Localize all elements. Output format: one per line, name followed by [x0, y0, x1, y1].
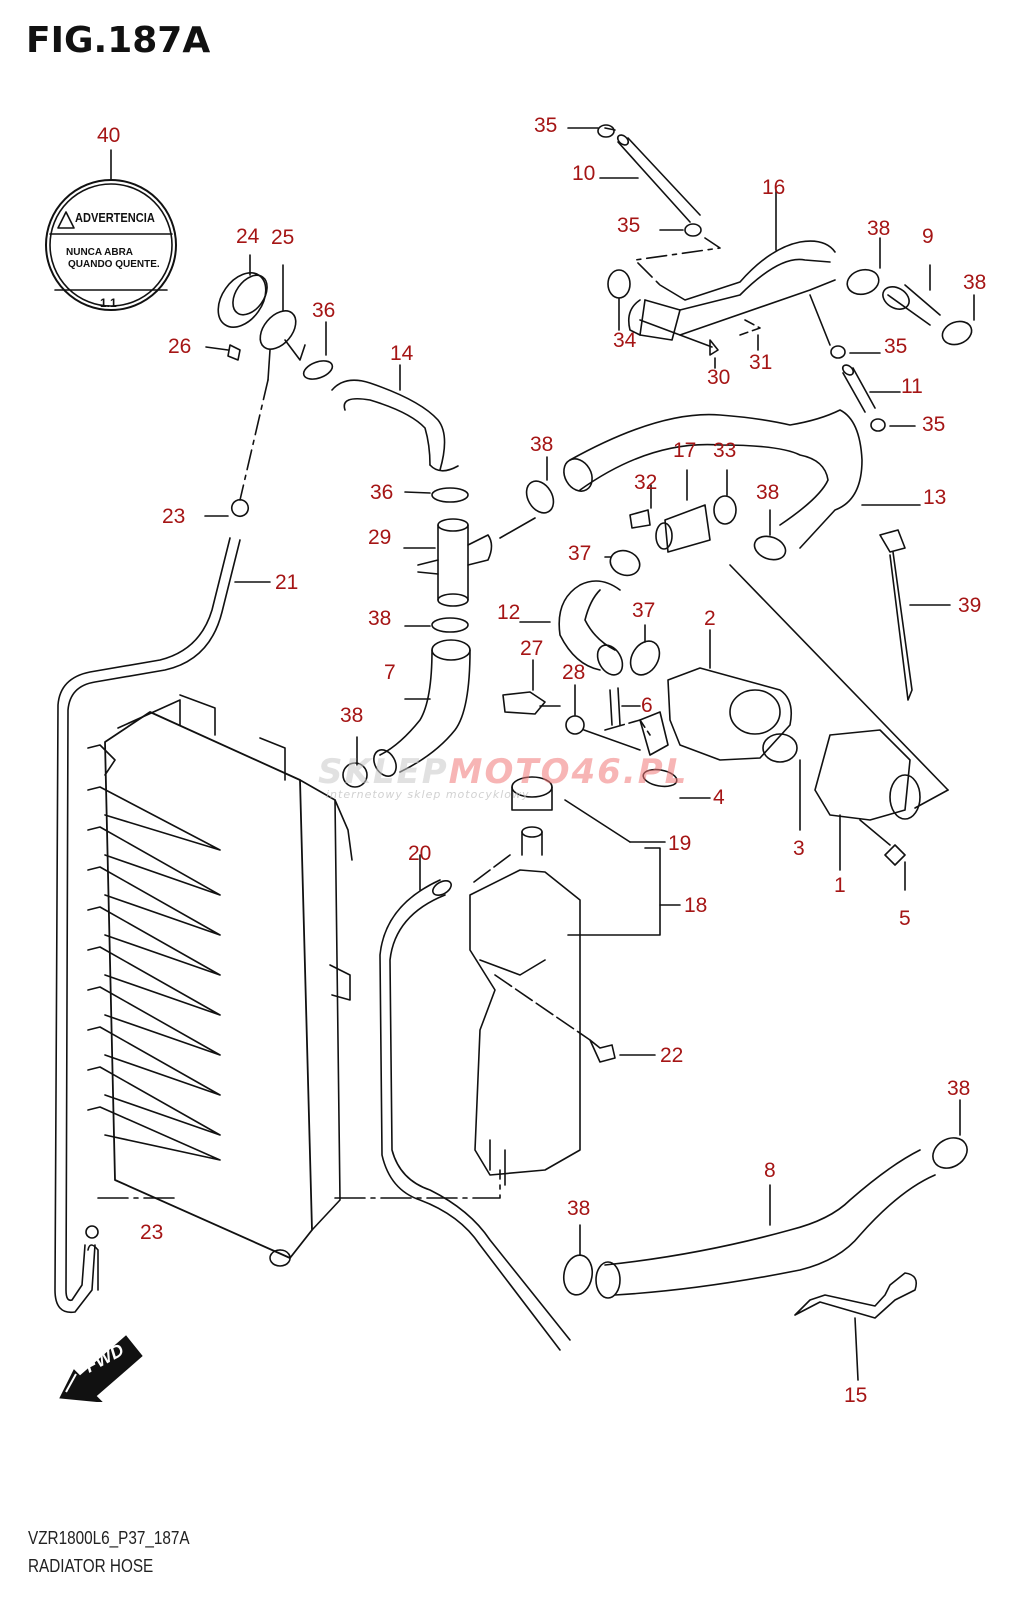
callout-22[interactable]: 22 — [660, 1044, 684, 1067]
callout-28[interactable]: 28 — [562, 661, 586, 684]
callout-31[interactable]: 31 — [749, 351, 773, 374]
callout-11[interactable]: 11 — [901, 375, 923, 398]
callout-6[interactable]: 6 — [641, 694, 653, 717]
thermostat-cover — [814, 729, 921, 871]
watermark: SKLEPMOTO46.PL — [318, 752, 688, 792]
callout-9[interactable]: 9 — [922, 225, 934, 248]
callout-30[interactable]: 30 — [707, 366, 731, 389]
callout-36[interactable]: 36 — [312, 299, 336, 322]
callout-26[interactable]: 26 — [168, 335, 192, 358]
callout-15[interactable]: 15 — [844, 1384, 868, 1407]
callout-4[interactable]: 4 — [713, 786, 725, 809]
decal-code: 1.1 — [100, 296, 117, 310]
callout-14[interactable]: 14 — [390, 342, 414, 365]
callout-35[interactable]: 35 — [922, 413, 946, 436]
watermark-red: MOTO46.PL — [448, 752, 689, 792]
decal-warning-title: ADVERTENCIA — [75, 210, 155, 225]
callout-20[interactable]: 20 — [408, 842, 432, 865]
callout-27[interactable]: 27 — [520, 637, 544, 660]
callout-32[interactable]: 32 — [634, 471, 658, 494]
callout-2[interactable]: 2 — [704, 607, 716, 630]
radiator-fins — [87, 744, 221, 1161]
figure-title: FIG.187A — [26, 20, 211, 61]
warning-triangle-icon — [57, 211, 75, 229]
callout-24[interactable]: 24 — [236, 225, 260, 248]
callout-38[interactable]: 38 — [963, 271, 987, 294]
callout-38[interactable]: 38 — [567, 1197, 591, 1220]
callout-35[interactable]: 35 — [534, 114, 558, 137]
callout-38[interactable]: 38 — [368, 607, 392, 630]
callout-7[interactable]: 7 — [384, 661, 396, 684]
callout-39[interactable]: 39 — [958, 594, 982, 617]
callout-8[interactable]: 8 — [764, 1159, 776, 1182]
callout-17[interactable]: 17 — [673, 439, 697, 462]
callout-38[interactable]: 38 — [756, 481, 780, 504]
callout-23[interactable]: 23 — [140, 1221, 164, 1244]
callout-38[interactable]: 38 — [867, 217, 891, 240]
callout-13[interactable]: 13 — [923, 486, 947, 509]
callout-29[interactable]: 29 — [368, 526, 392, 549]
callout-36[interactable]: 36 — [370, 481, 394, 504]
forward-arrow-icon — [59, 1335, 143, 1402]
warning-decal — [45, 149, 177, 311]
callout-1[interactable]: 1 — [834, 874, 846, 897]
callout-18[interactable]: 18 — [684, 894, 708, 917]
decal-line-1: NUNCA ABRA — [66, 247, 134, 258]
callout-3[interactable]: 3 — [793, 837, 805, 860]
radiator-cap — [217, 254, 268, 328]
callout-25[interactable]: 25 — [271, 226, 295, 249]
callout-37[interactable]: 37 — [632, 599, 656, 622]
callout-34[interactable]: 34 — [613, 329, 637, 352]
thermostat-housing — [639, 629, 793, 761]
callout-35[interactable]: 35 — [884, 335, 908, 358]
callout-37[interactable]: 37 — [568, 542, 592, 565]
callout-21[interactable]: 21 — [275, 571, 299, 594]
filler-neck — [205, 264, 306, 381]
callout-40[interactable]: 40 — [97, 124, 121, 147]
callout-33[interactable]: 33 — [713, 439, 737, 462]
model-code: VZR1800L6_P37_187A — [28, 1528, 190, 1548]
callout-38[interactable]: 38 — [530, 433, 554, 456]
watermark-subtitle: internetowy sklep motocyklowy — [326, 788, 530, 801]
callout-19[interactable]: 19 — [668, 832, 692, 855]
coolant-reservoir — [469, 776, 581, 1186]
callout-38[interactable]: 38 — [340, 704, 364, 727]
section-name: RADIATOR HOSE — [28, 1556, 154, 1576]
callout-23[interactable]: 23 — [162, 505, 186, 528]
decal-line-2: QUANDO QUENTE. — [68, 259, 160, 270]
callout-16[interactable]: 16 — [762, 176, 786, 199]
watermark-grey: SKLEP — [318, 752, 449, 792]
water-joint — [417, 518, 493, 607]
radiator — [87, 694, 353, 1267]
callout-10[interactable]: 10 — [572, 162, 596, 185]
callout-35[interactable]: 35 — [617, 214, 641, 237]
water-pipe — [627, 240, 836, 341]
callout-38[interactable]: 38 — [947, 1077, 971, 1100]
callout-5[interactable]: 5 — [899, 907, 911, 930]
callout-12[interactable]: 12 — [497, 601, 521, 624]
